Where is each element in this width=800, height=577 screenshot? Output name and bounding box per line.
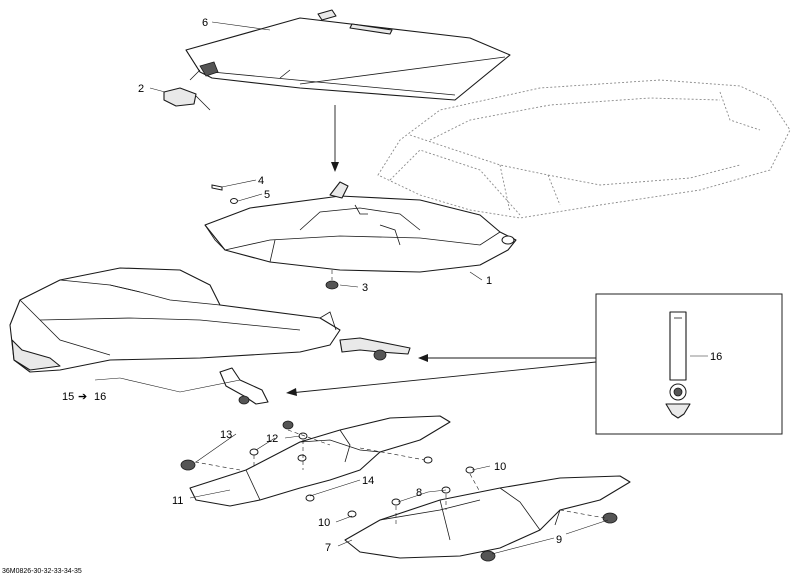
ghost-seat-outline bbox=[377, 79, 791, 219]
part-6-cover-panel bbox=[185, 9, 511, 101]
callout-6: 6 bbox=[202, 17, 208, 29]
callout-15: 15 bbox=[62, 391, 74, 403]
part-1-bracket bbox=[204, 181, 517, 273]
callout-1: 1 bbox=[486, 275, 492, 287]
callout-5: 5 bbox=[264, 189, 270, 201]
leader-lines bbox=[94, 354, 597, 396]
part-2-latch-clip bbox=[163, 61, 219, 111]
callout-10-top: 10 bbox=[494, 461, 506, 473]
callout-16: 16 bbox=[710, 351, 722, 363]
callout-10-bottom: 10 bbox=[318, 517, 330, 529]
callout-14: 14 bbox=[362, 475, 374, 487]
part-15-seat bbox=[9, 267, 341, 373]
callout-3: 3 bbox=[362, 282, 368, 294]
callout-leaders bbox=[149, 21, 609, 555]
assembly-arrow-cover-to-bracket bbox=[331, 105, 339, 172]
part-3-grommet bbox=[325, 270, 339, 290]
part-5-washer bbox=[230, 198, 238, 204]
callout-9: 9 bbox=[556, 534, 562, 546]
part-4-screw bbox=[211, 184, 223, 191]
callout-12: 12 bbox=[266, 433, 278, 445]
part-7-hardware bbox=[347, 466, 618, 562]
callout-11: 11 bbox=[172, 495, 183, 507]
part-11-left-side-panel bbox=[189, 415, 451, 507]
inset-detail-box bbox=[595, 293, 783, 435]
diagram-reference-code: 36M0826-30-32-33-34-35 bbox=[2, 568, 82, 575]
callout-15-to-16: 16 bbox=[94, 391, 106, 403]
part-7-right-side-panel bbox=[344, 475, 631, 559]
callout-4: 4 bbox=[258, 175, 264, 187]
callout-2: 2 bbox=[138, 83, 144, 95]
part-16-strap-hardware bbox=[219, 337, 411, 405]
callout-labels: 6 2 4 5 3 1 15 ➔ 16 16 13 12 11 14 10 8 … bbox=[62, 17, 722, 554]
callout-8: 8 bbox=[416, 487, 422, 499]
part-11-hardware bbox=[180, 420, 433, 502]
callout-13: 13 bbox=[220, 429, 232, 441]
callout-15-arrow: ➔ bbox=[78, 391, 87, 403]
callout-7: 7 bbox=[325, 542, 331, 554]
